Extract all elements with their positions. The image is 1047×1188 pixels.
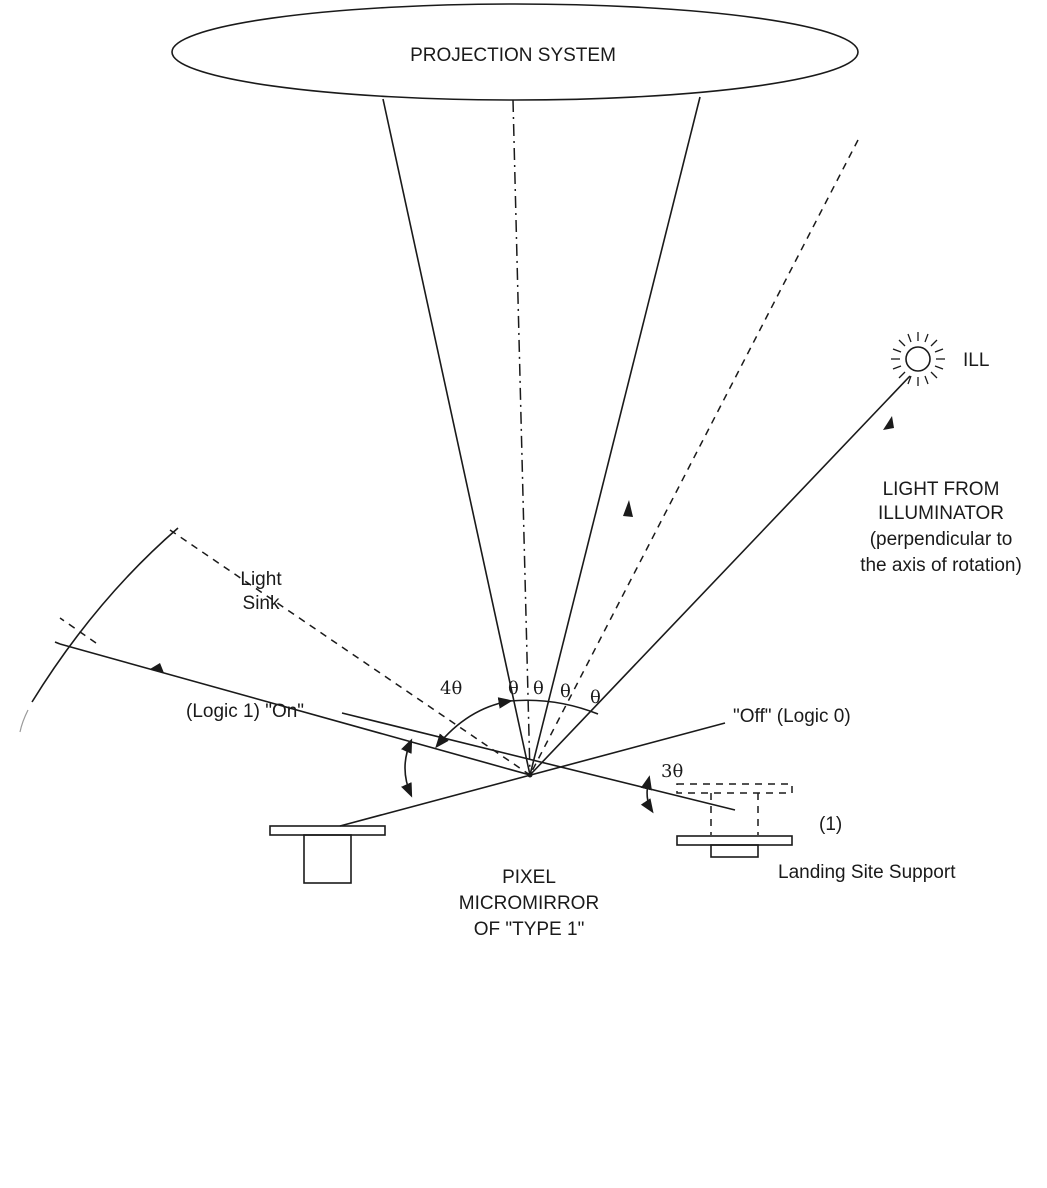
left-support-post [303,834,352,884]
theta-label-2: θ [533,678,544,699]
light-sink-ray-ext [54,641,61,645]
light-sink-arc-faint [19,709,29,733]
projection-right-ray [529,96,701,776]
right-support-post [710,844,759,858]
angle-arc-theta [509,699,599,715]
type1-label: OF "TYPE 1" [474,919,585,940]
theta-label-4: θ [590,687,601,708]
light-sink-arc [31,527,179,703]
svg-text:the axis of rotation): the axis of rotation) [860,555,1022,576]
theta-label-1: θ [508,678,519,699]
ill-label: ILL [963,350,989,371]
landing-site-support-label: Landing Site Support [778,862,956,883]
dashed-upper-right-line [529,139,859,776]
light-sink-ray [59,643,531,776]
projection-axis-line [512,99,531,776]
light-from-illuminator-label: LIGHT FROM ILLUMINATOR (perpendicular to… [860,479,1022,576]
projection-system-lens [171,3,859,101]
light-sink-label-2: Sink [243,593,280,614]
dashed-landing-plate [676,783,793,794]
projection-left-ray [382,98,531,776]
off-logic0-label: "Off" (Logic 0) [733,706,851,727]
right-landing-plate [676,835,793,846]
svg-text:ILLUMINATOR: ILLUMINATOR [878,503,1004,524]
logic1-on-label: (Logic 1) "On" [186,701,304,722]
label-1: (1) [819,814,842,835]
projection-system-label: PROJECTION SYSTEM [410,45,616,66]
mirror-on-position [339,722,726,827]
mirror-off-position [341,712,736,811]
three-theta-label: 3θ [661,761,683,782]
light-sink-label-1: Light [240,569,282,590]
light-sink-ray-arrowhead [150,663,164,673]
incident-light-ray [529,375,911,776]
svg-text:(perpendicular to: (perpendicular to [870,529,1013,550]
pixel-label: PIXEL [502,867,556,888]
incident-ray-arrowhead [883,416,894,430]
four-theta-label: 4θ [440,678,462,699]
theta-label-3: θ [560,681,571,702]
tilt-angle-arc-left [401,738,413,798]
tilt-angle-arc-right [640,775,654,814]
svg-text:LIGHT FROM: LIGHT FROM [883,479,1000,500]
reflected-ray-arrowhead [623,500,633,517]
micromirror-label: MICROMIRROR [459,893,599,914]
dashed-light-sink-normal [169,529,531,776]
mirror-pivot-point [527,772,533,778]
illuminator-icon [891,332,945,386]
left-landing-plate [269,825,386,836]
dashed-left-ray [59,617,97,644]
